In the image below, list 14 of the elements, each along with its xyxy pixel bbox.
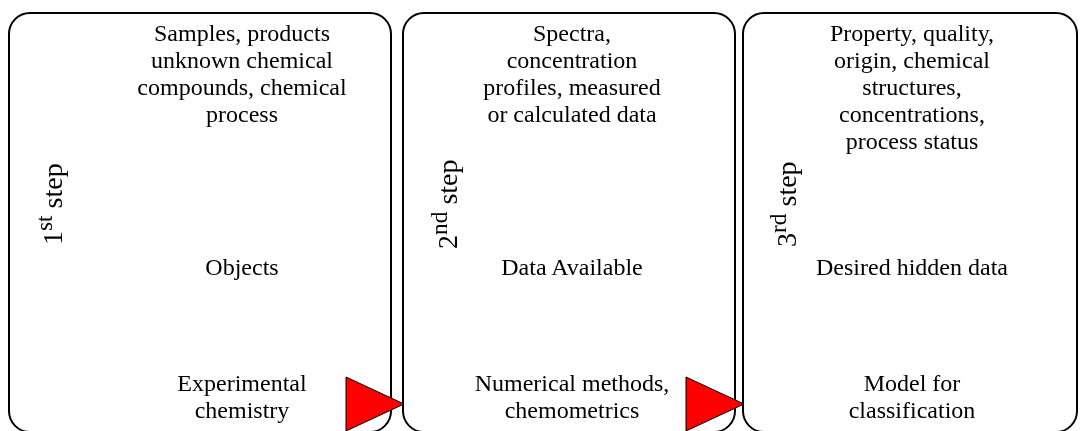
method-text: Experimental chemistry xyxy=(176,370,308,424)
description-text: Property, quality, origin, chemical structures, concentrations, process status xyxy=(828,20,996,155)
arrow xyxy=(685,376,745,431)
stage-title: Desired hidden data xyxy=(815,254,1009,281)
description-text: Spectra, concentration profiles, measured or calculated data xyxy=(482,20,662,128)
step-panel xyxy=(742,12,1078,431)
method-text: Numerical methods, chemometrics xyxy=(473,370,671,424)
method-text: Model for classification xyxy=(847,370,977,424)
description-text: Samples, products unknown chemical compounds, chemical process xyxy=(136,20,348,128)
step-panel xyxy=(402,12,736,431)
step-panel xyxy=(8,12,392,431)
stage-title: Objects xyxy=(204,254,280,281)
arrow xyxy=(345,376,405,431)
stage-title: Data Available xyxy=(500,254,644,281)
